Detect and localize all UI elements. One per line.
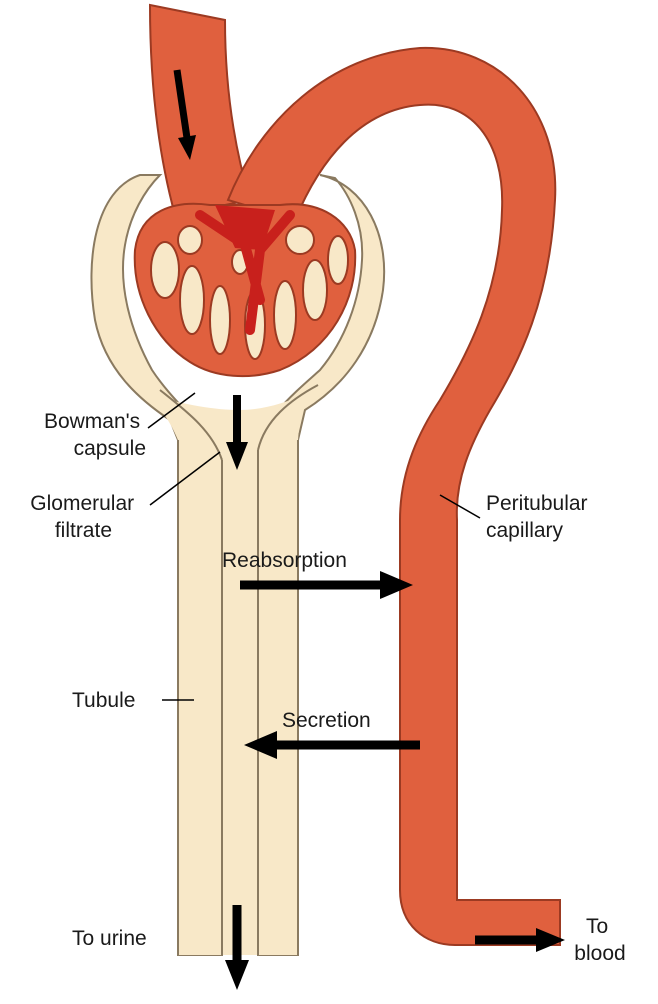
- secretion-arrow: [244, 731, 420, 759]
- glomerular-filtrate-label: Glomerular filtrate: [30, 492, 140, 542]
- tubule: [159, 384, 319, 955]
- reabsorption-arrow: [240, 571, 413, 599]
- to-urine-label: To urine: [72, 927, 147, 950]
- to-urine-arrow: [225, 905, 249, 990]
- filtration-arrow: [226, 395, 248, 470]
- blood-flow-in-arrow: [173, 69, 196, 160]
- glomerular-filtrate-leader: [149, 451, 221, 506]
- bowmans-capsule-leader: [147, 392, 196, 429]
- glomerulus: [133, 202, 357, 378]
- secretion-label: Secretion: [282, 709, 371, 732]
- bowmans-capsule-label: Bowman's capsule: [44, 410, 146, 460]
- peritubular-capillary: [226, 46, 561, 946]
- to-blood-label: To blood: [574, 915, 625, 965]
- to-blood-arrow: [475, 928, 565, 952]
- tubule-label: Tubule: [72, 689, 135, 712]
- peritubular-capillary-label: Peritubular capillary: [486, 492, 593, 542]
- peritubular-capillary-leader: [439, 494, 481, 519]
- reabsorption-label: Reabsorption: [222, 549, 347, 572]
